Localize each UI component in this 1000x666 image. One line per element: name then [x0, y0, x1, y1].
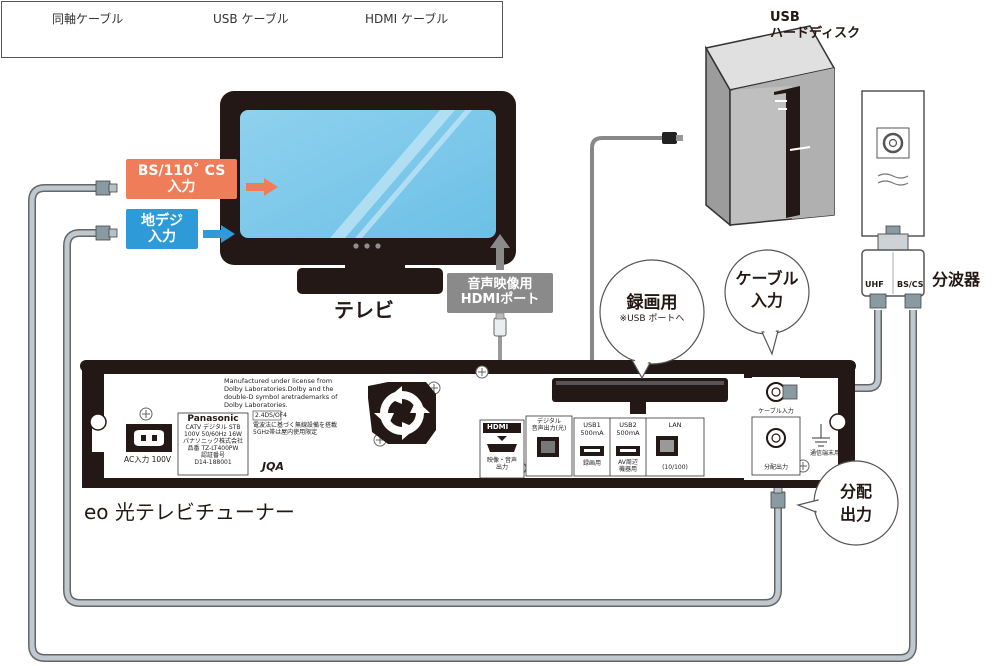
stb-radio-note-line2: 5GHz帯は屋内使用限定	[253, 429, 318, 436]
bubble-cable-in	[724, 249, 810, 356]
tv-input-bs-line2: 入力	[167, 179, 196, 195]
coax-cable-terrestrial	[63, 229, 782, 607]
stb-name-label: eo 光テレビチューナー	[84, 500, 295, 524]
arrow-digital-input	[203, 225, 235, 243]
stb-plate-line3: パナソニック株式会社	[182, 438, 243, 445]
legend-usb-label: USB ケーブル	[213, 12, 289, 26]
tv-illustration	[220, 91, 516, 294]
coax-cable-splitter-to-stb	[800, 310, 882, 392]
bubble-dist-out-line1: 分配	[839, 482, 872, 501]
stb-license-line1: Manufactured under license from	[224, 377, 333, 385]
stb-back-panel	[80, 360, 856, 488]
bubble-recording-title: 録画用	[626, 293, 678, 313]
stb-hdmi-port-label: 映像・音声 出力	[482, 457, 522, 471]
splitter-label: 分波器	[932, 270, 981, 289]
stb-nameplate: Panasonic CATV デジタル STB 100V 50/60Hz 16W…	[180, 414, 246, 466]
usb-hdd-illustration	[704, 25, 836, 227]
splitter-illustration	[861, 233, 925, 309]
stb-license-line2: Dolby Laboratories.Dolby and the	[224, 385, 334, 393]
stb-hdmi-tag: HDMI	[487, 423, 509, 431]
stb-plate-line2: 100V 50/60Hz 16W	[184, 431, 242, 438]
stb-usb1-label: USB1 500mA	[575, 421, 609, 437]
stb-optical-label-line2: 音声出力(光)	[531, 425, 567, 432]
usb-cable	[590, 136, 665, 400]
coax-connector-terrestrial	[95, 225, 118, 241]
bubble-dist-out	[796, 460, 899, 546]
stb-hdmi-port-label-line2: 出力	[495, 464, 508, 471]
tv-input-digital-line2: 入力	[148, 229, 176, 245]
stb-lan-speed: (10/100)	[662, 464, 688, 471]
bubble-recording	[599, 259, 705, 380]
hdd-label-line2: ハードディスク	[770, 26, 861, 41]
cable-legend	[1, 1, 503, 58]
tv-label: テレビ	[334, 298, 394, 322]
stb-license-line4: Dolby Laboratories.	[224, 401, 288, 409]
stb-hdmi-port-label-line1: 映像・音声	[486, 457, 517, 464]
stb-ac-label: AC入力 100V	[124, 455, 172, 464]
bubble-dist-out-text: 分配 出力	[814, 480, 898, 526]
coax-connector-bs	[95, 180, 118, 196]
stb-license-text: Manufactured under license from Dolby La…	[224, 377, 337, 409]
coax-connector-dist-out	[770, 485, 786, 509]
tv-input-bs-tag: BS/110˚ CS 入力	[126, 159, 237, 199]
stb-plate-line6: D14-188001	[194, 459, 232, 466]
stb-optical-label-line1: デジタル	[537, 418, 561, 425]
tv-input-digital-line1: 地デジ	[141, 213, 183, 229]
tv-hdmi-port-line2: HDMIポート	[460, 292, 540, 307]
bubble-cable-in-text: ケーブル 入力	[725, 268, 809, 312]
stb-plate-brand: Panasonic	[187, 414, 239, 424]
arrow-hdmi-input	[490, 234, 510, 270]
stb-radio-code: 2.4DS/OF4	[255, 412, 287, 419]
stb-usb2-use-line1: AV周辺	[618, 459, 638, 466]
stb-plate-line4: 品番 TZ-LT400PW	[187, 445, 239, 452]
stb-usb2-use-line2: 機器用	[618, 466, 637, 473]
coax-cable-bs	[28, 184, 917, 662]
stb-plate-line1: CATV デジタル STB	[185, 424, 241, 431]
stb-comm-label: 通信端末用	[810, 450, 841, 457]
wall-outlet	[861, 90, 925, 241]
bubble-recording-note: ※USB ポートへ	[619, 314, 685, 324]
tv-input-bs-line1: BS/110˚ CS	[137, 163, 226, 179]
tv-hdmi-port-line1: 音声映像用	[467, 277, 533, 292]
stb-usb2-label: USB2 500mA	[611, 421, 645, 437]
splitter-bscs-label: BS/CS	[897, 280, 924, 289]
bubble-dist-out-line2: 出力	[839, 505, 872, 524]
legend-hdmi-label: HDMI ケーブル	[365, 12, 449, 26]
stb-cable-in-label: ケーブル入力	[758, 408, 794, 415]
legend-coax-label: 同軸ケーブル	[52, 12, 124, 26]
hdd-label-line1: USB	[770, 10, 800, 25]
stb-usb1-use: 録画用	[582, 460, 601, 467]
tv-input-digital-tag: 地デジ 入力	[126, 209, 198, 249]
stb-lan-title: LAN	[668, 421, 682, 429]
bubble-cable-in-line2: 入力	[750, 291, 783, 310]
stb-jqa-mark: JQA	[262, 460, 284, 473]
stb-usb1-ma: 500mA	[580, 429, 604, 437]
stb-optical-label: デジタル 音声出力(光)	[527, 418, 571, 432]
stb-dist-out-label: 分配出力	[763, 464, 788, 471]
stb-plate-line5: 認証番号	[200, 452, 225, 459]
fan-grille	[368, 382, 436, 444]
stb-license-line3: double-D symbol aretrademarks of	[224, 393, 338, 401]
splitter-uhf-label: UHF	[865, 280, 884, 289]
stb-usb2-title: USB2	[619, 421, 637, 429]
arrow-bs-input	[246, 178, 278, 196]
usb-connector-hdd	[662, 132, 683, 144]
stb-usb1-title: USB1	[583, 421, 601, 429]
stb-radio-note-line1: 電波法に基づく無線設備を搭載	[253, 422, 338, 429]
hdd-label: USB ハードディスク	[770, 10, 860, 42]
stb-radio-note: 電波法に基づく無線設備を搭載 5GHz帯は屋内使用限定	[253, 422, 337, 436]
bubble-cable-in-line1: ケーブル	[735, 269, 799, 288]
tv-hdmi-port-tag: 音声映像用 HDMIポート	[447, 273, 553, 313]
bubble-recording-text: 録画用 ※USB ポートへ	[602, 293, 702, 325]
stb-usb2-use: AV周辺 機器用	[611, 459, 645, 473]
stb-usb2-ma: 500mA	[616, 429, 640, 437]
